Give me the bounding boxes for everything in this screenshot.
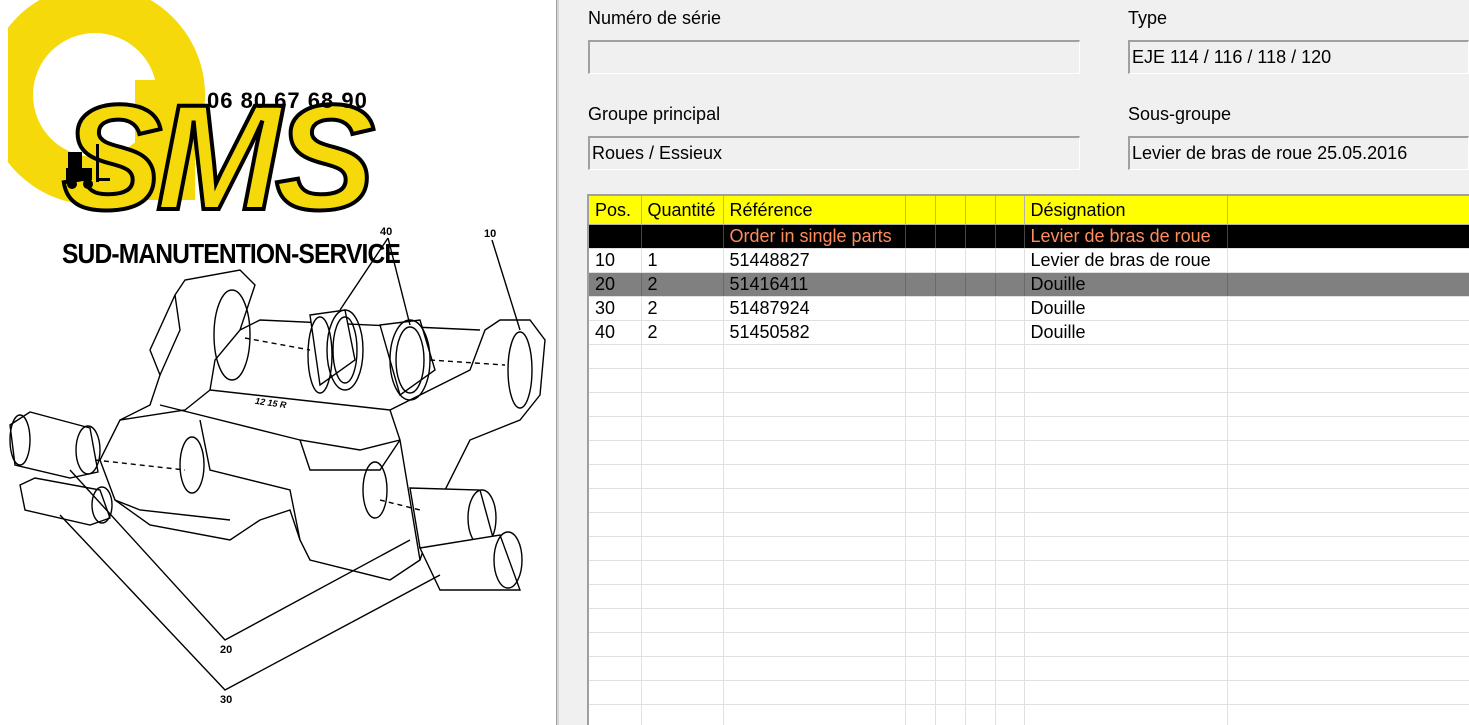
empty-row[interactable] bbox=[589, 416, 1469, 441]
empty-row[interactable] bbox=[589, 608, 1469, 633]
logo-phone: 06 80 67 68 90 bbox=[207, 88, 368, 113]
col-header-qty[interactable]: Quantité bbox=[641, 196, 724, 225]
col-header-pos[interactable]: Pos. bbox=[589, 196, 642, 225]
serial-field[interactable] bbox=[588, 40, 1080, 74]
main-group-label: Groupe principal bbox=[588, 104, 721, 124]
table-row[interactable]: 10 1 51448827 Levier de bras de roue bbox=[589, 248, 1469, 273]
cell-qty: 1 bbox=[641, 248, 724, 273]
empty-row[interactable] bbox=[589, 560, 1469, 585]
empty-row[interactable] bbox=[589, 368, 1469, 393]
callout-40: 40 bbox=[380, 226, 393, 238]
cell-qty: 2 bbox=[641, 320, 724, 345]
empty-row[interactable] bbox=[589, 656, 1469, 681]
serial-label: Numéro de série bbox=[588, 8, 722, 28]
part-drawing bbox=[9, 237, 546, 691]
col-header-blank[interactable] bbox=[935, 196, 966, 225]
cell-pos: 10 bbox=[589, 248, 642, 273]
type-field[interactable]: EJE 114 / 116 / 118 / 120 bbox=[1128, 40, 1469, 74]
cell-pos: 20 bbox=[589, 272, 642, 297]
logo-ring bbox=[0, 0, 205, 205]
col-header-blank[interactable] bbox=[1227, 196, 1469, 225]
cell-qty: 2 bbox=[641, 272, 724, 297]
col-header-blank[interactable] bbox=[905, 196, 936, 225]
cell-designation: Douille bbox=[1024, 320, 1228, 345]
cell-pos: 30 bbox=[589, 296, 642, 321]
cell-pos: 40 bbox=[589, 320, 642, 345]
col-header-designation[interactable]: Désignation bbox=[1024, 196, 1228, 225]
order-row[interactable]: Order in single parts Levier de bras de … bbox=[589, 224, 1469, 249]
table-row-selected[interactable]: 20 2 51416411 Douille bbox=[589, 272, 1469, 297]
main-group-field[interactable]: Roues / Essieux bbox=[588, 136, 1080, 170]
parts-table: Pos. Quantité Référence Désignation Orde… bbox=[587, 194, 1469, 725]
callout-10: 10 bbox=[484, 228, 497, 240]
empty-row[interactable] bbox=[589, 464, 1469, 489]
logo-brand: SMS bbox=[60, 73, 377, 241]
empty-row[interactable] bbox=[589, 584, 1469, 609]
empty-row[interactable] bbox=[589, 488, 1469, 513]
logo-company: SUD-MANUTENTION-SERVICE bbox=[62, 238, 401, 269]
type-label: Type bbox=[1128, 8, 1168, 28]
cell-ref: 51487924 bbox=[723, 296, 906, 321]
cell-designation: Douille bbox=[1024, 272, 1228, 297]
col-header-blank[interactable] bbox=[965, 196, 996, 225]
cell-ref: 51450582 bbox=[723, 320, 906, 345]
cell-ref: 51448827 bbox=[723, 248, 906, 273]
table-header-row: Pos. Quantité Référence Désignation bbox=[589, 196, 1469, 225]
order-reference: Order in single parts bbox=[723, 224, 906, 249]
table-row[interactable]: 30 2 51487924 Douille bbox=[589, 296, 1469, 321]
col-header-blank[interactable] bbox=[995, 196, 1025, 225]
order-designation: Levier de bras de roue bbox=[1024, 224, 1228, 249]
parts-detail-pane: Numéro de série Type EJE 114 / 116 / 118… bbox=[559, 0, 1469, 725]
empty-row[interactable] bbox=[589, 344, 1469, 369]
table-row[interactable]: 40 2 51450582 Douille bbox=[589, 320, 1469, 345]
sub-group-label: Sous-groupe bbox=[1128, 104, 1232, 124]
callout-20: 20 bbox=[220, 644, 233, 656]
sub-group-field[interactable]: Levier de bras de roue 25.05.2016 bbox=[1128, 136, 1469, 170]
col-header-reference[interactable]: Référence bbox=[723, 196, 906, 225]
empty-row[interactable] bbox=[589, 632, 1469, 657]
empty-row[interactable] bbox=[589, 704, 1469, 725]
empty-row[interactable] bbox=[589, 680, 1469, 705]
empty-row[interactable] bbox=[589, 512, 1469, 537]
cell-ref: 51416411 bbox=[723, 272, 906, 297]
forklift-icon bbox=[66, 144, 110, 189]
cell-designation: Douille bbox=[1024, 296, 1228, 321]
cell-qty: 2 bbox=[641, 296, 724, 321]
callout-30: 30 bbox=[220, 694, 233, 706]
exploded-diagram-pane: SMS 06 80 67 68 90 SUD-MANUTENTION-SERVI… bbox=[0, 0, 556, 725]
empty-row[interactable] bbox=[589, 440, 1469, 465]
cell-designation: Levier de bras de roue bbox=[1024, 248, 1228, 273]
empty-row[interactable] bbox=[589, 536, 1469, 561]
empty-row[interactable] bbox=[589, 392, 1469, 417]
pane-splitter[interactable] bbox=[556, 0, 559, 725]
